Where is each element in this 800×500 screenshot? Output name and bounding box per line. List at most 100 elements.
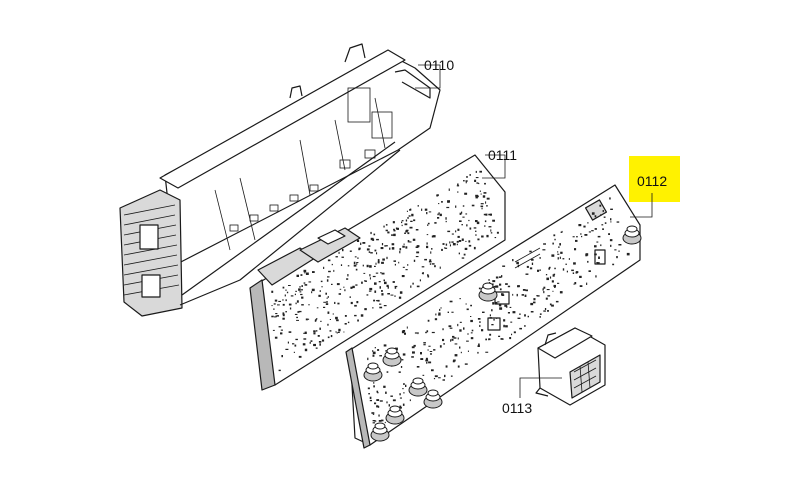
component-dot <box>369 277 371 280</box>
component-dot <box>573 262 576 265</box>
component-dot <box>331 263 333 266</box>
component-dot <box>481 235 484 238</box>
component-dot <box>488 213 491 216</box>
component-dot <box>485 351 489 353</box>
component-dot <box>594 228 597 230</box>
component-dot <box>429 351 433 352</box>
component-dot <box>417 205 419 207</box>
component-dot <box>465 180 468 182</box>
component-dot <box>408 215 411 217</box>
component-dot <box>377 261 380 264</box>
component-dot <box>410 220 413 222</box>
component-dot <box>433 349 436 351</box>
component-dot <box>431 331 435 334</box>
component-dot <box>545 297 548 300</box>
component-dot <box>539 316 541 318</box>
component-dot <box>402 388 404 390</box>
component-dot <box>376 238 379 241</box>
component-dot <box>378 420 382 422</box>
component-dot <box>517 317 521 319</box>
component-dot <box>395 347 398 351</box>
component-dot <box>296 300 299 303</box>
part-board-front[interactable] <box>345 184 642 449</box>
component-dot <box>349 250 352 252</box>
component-dot <box>501 294 505 296</box>
component-dot <box>315 347 318 349</box>
component-dot <box>594 253 597 256</box>
component-dot <box>311 291 313 294</box>
component-dot <box>271 290 274 293</box>
component-dot <box>285 299 287 302</box>
label-0113: 0113 <box>502 400 532 416</box>
component-dot <box>356 263 358 265</box>
part-board-back[interactable] <box>249 154 506 391</box>
component-dot <box>437 213 439 216</box>
component-dot <box>296 316 298 319</box>
component-dot <box>272 329 275 331</box>
component-dot <box>347 321 350 324</box>
component-dot <box>286 291 289 294</box>
component-dot <box>372 307 374 309</box>
component-dot <box>519 327 522 330</box>
component-dot <box>393 230 396 232</box>
component-dot <box>344 323 347 325</box>
component-dot <box>594 245 597 248</box>
component-dot <box>303 282 306 284</box>
component-dot <box>439 266 441 269</box>
component-dot <box>460 351 462 354</box>
component-dot <box>479 170 482 173</box>
component-dot <box>481 329 484 332</box>
component-dot <box>439 213 442 217</box>
part-housing[interactable] <box>119 43 441 317</box>
component-dot <box>505 325 508 328</box>
component-dot <box>434 222 437 224</box>
component-dot <box>457 337 459 340</box>
component-dot <box>336 283 340 286</box>
component-dot <box>543 291 545 294</box>
component-dot <box>338 293 341 295</box>
component-dot <box>451 338 454 341</box>
component-dot <box>551 254 555 257</box>
component-dot <box>327 259 331 262</box>
component-dot <box>399 393 401 396</box>
component-dot <box>490 229 492 232</box>
component-dot <box>414 332 418 334</box>
component-dot <box>381 243 384 246</box>
component-dot <box>280 332 283 335</box>
component-dot <box>416 366 420 368</box>
part-module[interactable] <box>535 327 606 406</box>
encoder-knob <box>408 377 428 397</box>
component-dot <box>469 174 471 176</box>
component-dot <box>371 412 375 414</box>
component-dot <box>588 231 591 233</box>
component-dot <box>442 243 445 245</box>
component-dot <box>301 304 304 306</box>
component-dot <box>299 286 301 288</box>
component-dot <box>422 374 425 376</box>
component-dot <box>489 317 492 319</box>
component-dot <box>496 231 499 234</box>
component-dot <box>403 383 405 385</box>
component-dot <box>552 274 555 277</box>
component-dot <box>370 231 372 235</box>
component-dot <box>562 258 565 260</box>
component-dot <box>576 236 578 238</box>
component-dot <box>413 344 416 347</box>
component-dot <box>316 307 319 309</box>
component-dot <box>485 338 487 341</box>
component-dot <box>464 363 468 365</box>
component-dot <box>374 249 377 252</box>
component-dot <box>295 290 297 292</box>
component-dot <box>308 304 310 306</box>
component-dot <box>325 303 329 305</box>
component-dot <box>364 308 367 311</box>
component-dot <box>475 230 477 232</box>
component-dot <box>547 310 549 312</box>
component-dot <box>483 192 487 194</box>
component-dot <box>471 204 475 207</box>
component-dot <box>513 331 516 334</box>
component-dot <box>475 170 477 173</box>
component-dot <box>554 238 556 241</box>
encoder-knob <box>382 347 402 367</box>
component-dot <box>602 228 604 230</box>
